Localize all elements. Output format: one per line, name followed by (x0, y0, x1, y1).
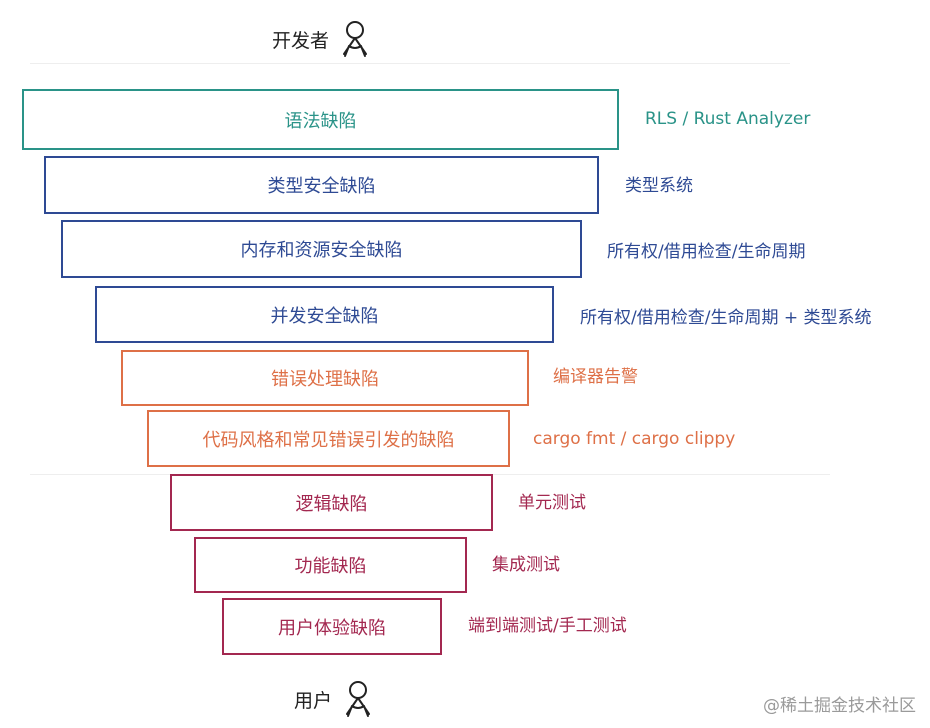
prevention-tool-label: 集成测试 (492, 555, 560, 575)
prevention-tool-label: cargo fmt / cargo clippy (533, 429, 736, 449)
defect-level-box: 内存和资源安全缺陷 (61, 220, 582, 278)
separator-line-top (30, 63, 790, 64)
defect-level-box: 类型安全缺陷 (44, 156, 599, 214)
defect-level-box: 并发安全缺陷 (95, 286, 554, 343)
prevention-tool-label: 编译器告警 (553, 367, 638, 387)
user-role: 用户 (294, 680, 376, 718)
person-icon (343, 21, 368, 57)
user-label: 用户 (294, 689, 333, 712)
prevention-tool-label: 所有权/借用检查/生命周期 (607, 242, 806, 262)
defect-level-box: 代码风格和常见错误引发的缺陷 (147, 410, 510, 467)
developer-label: 开发者 (272, 29, 330, 52)
prevention-tool-label: RLS / Rust Analyzer (645, 109, 811, 129)
prevention-tool-label: 所有权/借用检查/生命周期 + 类型系统 (580, 308, 872, 328)
watermark-text: @稀土掘金技术社区 (763, 696, 916, 716)
developer-role: 开发者 (272, 20, 373, 58)
defect-level-box: 逻辑缺陷 (170, 474, 493, 531)
watermark: @稀土掘金技术社区 (763, 691, 916, 716)
prevention-tool-label: 端到端测试/手工测试 (468, 616, 627, 636)
defect-level-box: 语法缺陷 (22, 89, 619, 150)
defect-level-box: 功能缺陷 (194, 537, 467, 593)
person-icon (346, 681, 371, 717)
prevention-tool-label: 单元测试 (518, 493, 586, 513)
defect-level-box: 用户体验缺陷 (222, 598, 442, 655)
defect-level-box: 错误处理缺陷 (121, 350, 529, 406)
prevention-tool-label: 类型系统 (625, 176, 693, 196)
